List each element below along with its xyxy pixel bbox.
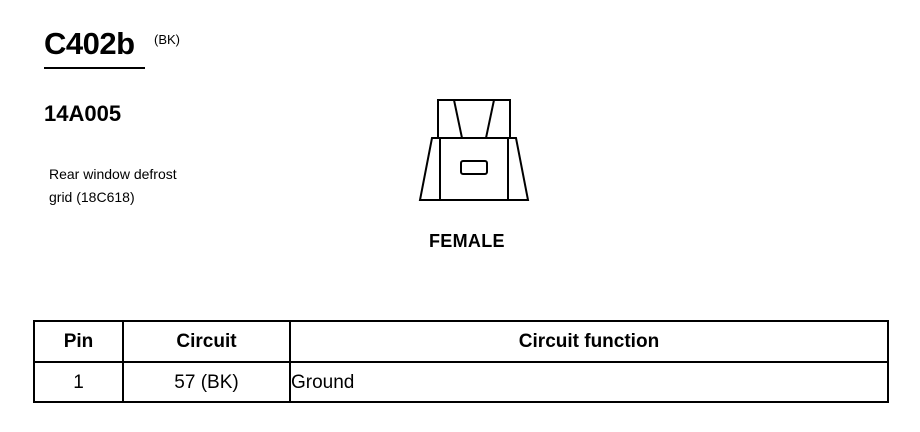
cell-circuit: 57 (BK)	[122, 361, 291, 403]
part-number: 14A005	[44, 101, 122, 126]
description-line-2: grid (18C618)	[49, 189, 135, 205]
connector-gender-label: FEMALE	[429, 231, 505, 251]
table-row: 1 57 (BK) Ground	[33, 361, 889, 403]
pinout-table: Pin Circuit Circuit function 1 57 (BK) G…	[33, 320, 889, 403]
description-line-1: Rear window defrost	[49, 166, 177, 182]
header-circuit: Circuit	[122, 320, 291, 363]
connector-face-icon	[418, 99, 530, 201]
table-header-row: Pin Circuit Circuit function	[33, 320, 889, 363]
cell-circuit-function: Ground	[289, 361, 889, 403]
cell-pin: 1	[33, 361, 124, 403]
connector-id: C402b	[44, 26, 135, 61]
connector-color-code: (BK)	[154, 32, 180, 47]
header-pin: Pin	[33, 320, 124, 363]
header-circuit-function: Circuit function	[289, 320, 889, 363]
title-underline	[44, 67, 145, 69]
